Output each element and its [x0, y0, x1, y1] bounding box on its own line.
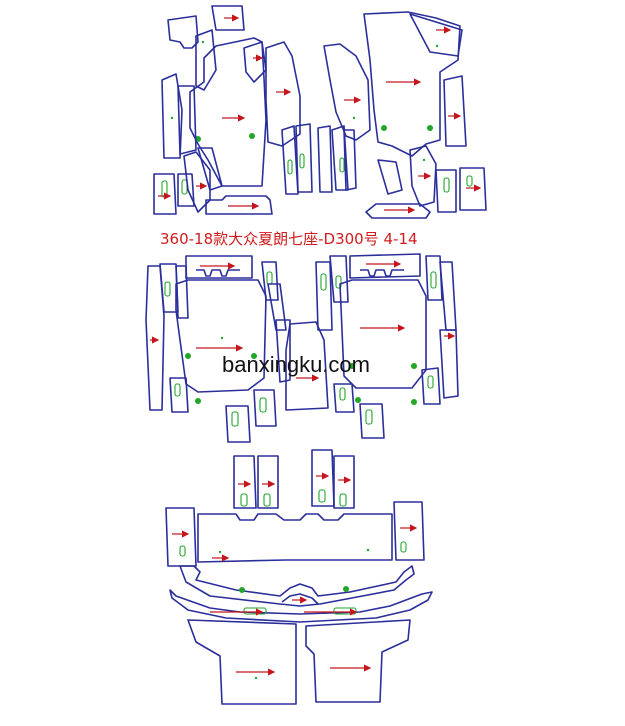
piece-front-left-side-strip	[195, 29, 217, 91]
piece-front-left-bottom-b	[177, 173, 195, 207]
piece-row2-center-left-pillar	[275, 319, 291, 383]
piece-row2-right-main	[339, 279, 427, 389]
piece-row2-right-strip-a	[425, 255, 443, 301]
piece-front-right-bottom-strip	[365, 203, 431, 219]
piece-passenger-mat	[363, 11, 461, 157]
piece-front-right-lower-c	[459, 167, 487, 211]
piece-center-tunnel-c	[317, 125, 333, 193]
piece-trunk-main	[179, 565, 415, 607]
piece-trunk-cover-left	[187, 619, 297, 705]
third-row-mats-group	[165, 449, 433, 705]
piece-row2-center-right-pillar	[315, 261, 333, 331]
piece-passenger-top-right	[409, 13, 463, 57]
watermark-text: banxingku.com	[222, 352, 370, 377]
piece-row2-right-lower-b	[359, 403, 385, 439]
piece-front-center-left	[265, 41, 301, 147]
piece-front-left-top-b	[211, 5, 245, 31]
piece-trunk-lower-strip	[169, 589, 433, 623]
piece-front-right-lower-a	[409, 145, 437, 207]
piece-driver-mat	[189, 37, 267, 187]
piece-front-right-small	[377, 159, 403, 195]
piece-row3-left-panel	[165, 507, 197, 567]
piece-row2-right-strip-b	[439, 261, 457, 331]
piece-row2-center-right-pillar-2	[329, 255, 349, 303]
piece-front-right-lower-b	[435, 169, 457, 213]
piece-center-tunnel-a	[281, 125, 299, 195]
piece-row2-left-strip-c	[175, 265, 189, 319]
piece-row3-right-panel	[393, 501, 425, 561]
piece-driver-right-strip	[243, 41, 267, 83]
piece-front-left-top-a	[167, 15, 199, 49]
piece-row3-seat-c	[311, 449, 335, 507]
front-mats-group	[153, 5, 487, 219]
piece-front-center-right	[323, 43, 371, 141]
piece-row2-left-lower-a	[169, 377, 189, 413]
piece-left-outer-strip	[161, 73, 183, 159]
piece-row3-seat-a	[233, 455, 257, 509]
piece-row2-left-right-strip-b	[267, 283, 287, 331]
piece-row3-seat-d	[333, 455, 355, 509]
piece-right-outer-strip	[443, 75, 467, 147]
piece-row3-seat-b	[257, 455, 279, 509]
piece-row3-main-floor	[197, 513, 393, 563]
pattern-title: 360-18款大众夏朗七座-D300号 4-14	[160, 230, 418, 248]
piece-front-left-bottom-a	[153, 173, 177, 215]
piece-front-tunnel-strip	[205, 195, 273, 215]
piece-row2-left-lower-c	[253, 389, 277, 427]
piece-row2-center-tunnel	[285, 321, 329, 411]
piece-left-outer-strip-2	[177, 85, 197, 155]
piece-row2-left-lower-b	[225, 405, 251, 443]
piece-row2-left-top	[185, 255, 253, 279]
piece-row2-right-lower-c	[421, 367, 441, 405]
piece-row2-right-strip-c	[439, 329, 459, 399]
piece-row2-left-main	[175, 279, 267, 393]
piece-center-tunnel-b	[295, 123, 313, 193]
piece-front-left-bottom-d	[197, 147, 223, 191]
piece-center-tunnel-e	[343, 129, 357, 191]
second-row-mats-group	[145, 253, 459, 443]
piece-trunk-cover-right	[305, 619, 411, 703]
piece-row2-right-top	[349, 253, 421, 279]
piece-row2-right-lower-a	[333, 383, 355, 413]
piece-row2-left-right-strip-a	[261, 261, 279, 301]
